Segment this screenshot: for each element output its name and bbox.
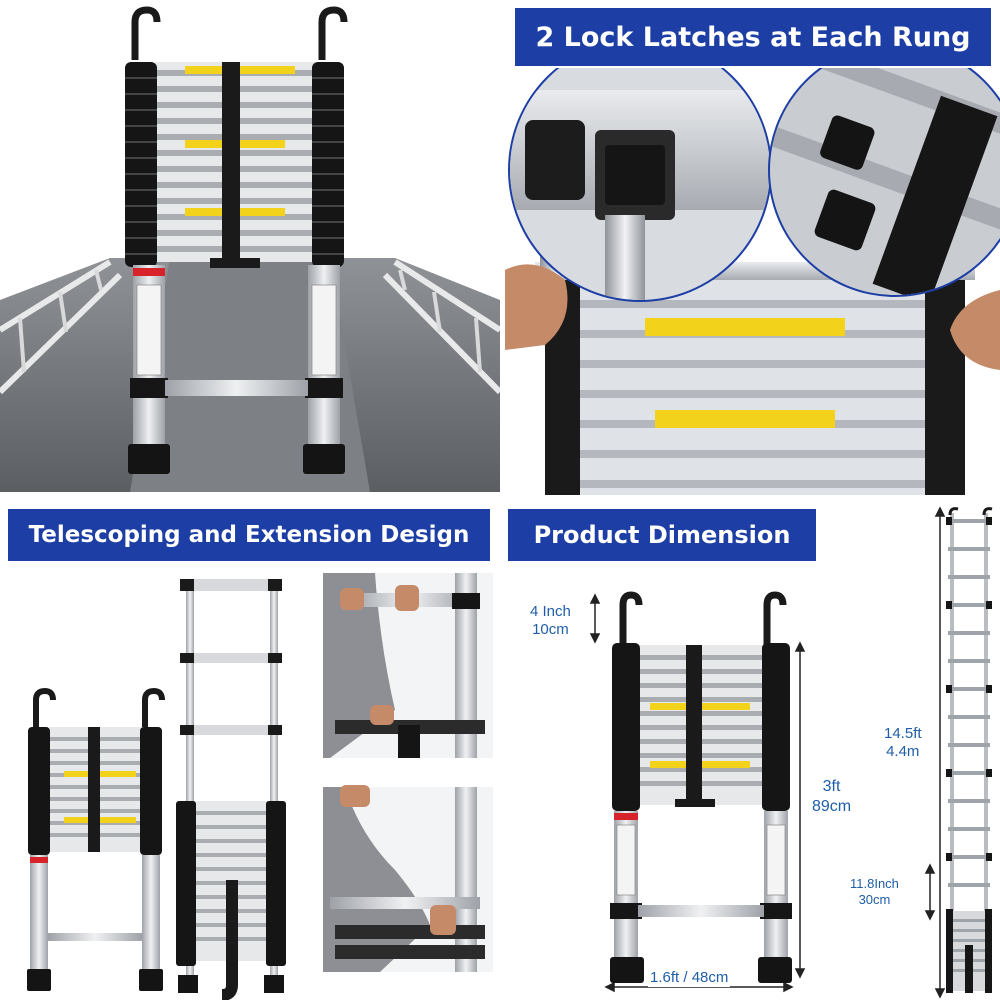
width-label: 1.6ft / 48cm	[648, 969, 731, 987]
collapsed-height-cm: 89cm	[812, 798, 852, 815]
extended-height-label: 14.5ft 4.4m	[884, 725, 922, 761]
photo-product-dimension: Product Dimension 4 Inch 10cm 3ft 89cm 1…	[500, 505, 1000, 1000]
banner-dimension: Product Dimension	[506, 507, 818, 563]
collapsed-height-label: 3ft 89cm	[812, 777, 851, 817]
extended-height-m: 4.4m	[886, 743, 920, 760]
banner-telescoping: Telescoping and Extension Design	[6, 507, 492, 563]
rung-spacing-label: 11.8Inch 30cm	[850, 876, 899, 908]
collapsed-height-ft: 3ft	[822, 778, 841, 795]
extended-height-ft: 14.5ft	[884, 725, 922, 742]
hook-size-label: 4 Inch 10cm	[530, 603, 571, 639]
photo-ladder-on-roof	[0, 0, 500, 492]
banner-lock-latches: 2 Lock Latches at Each Rung	[513, 6, 993, 68]
rung-spacing-cm: 30cm	[858, 892, 891, 907]
rung-spacing-inch: 11.8Inch	[850, 876, 899, 891]
photo-lock-latches: 2 Lock Latches at Each Rung	[505, 0, 1000, 495]
photo-telescoping-design: Telescoping and Extension Design	[0, 505, 500, 1000]
hook-size-inch: 4 Inch	[530, 603, 571, 620]
hook-size-cm: 10cm	[532, 621, 569, 638]
